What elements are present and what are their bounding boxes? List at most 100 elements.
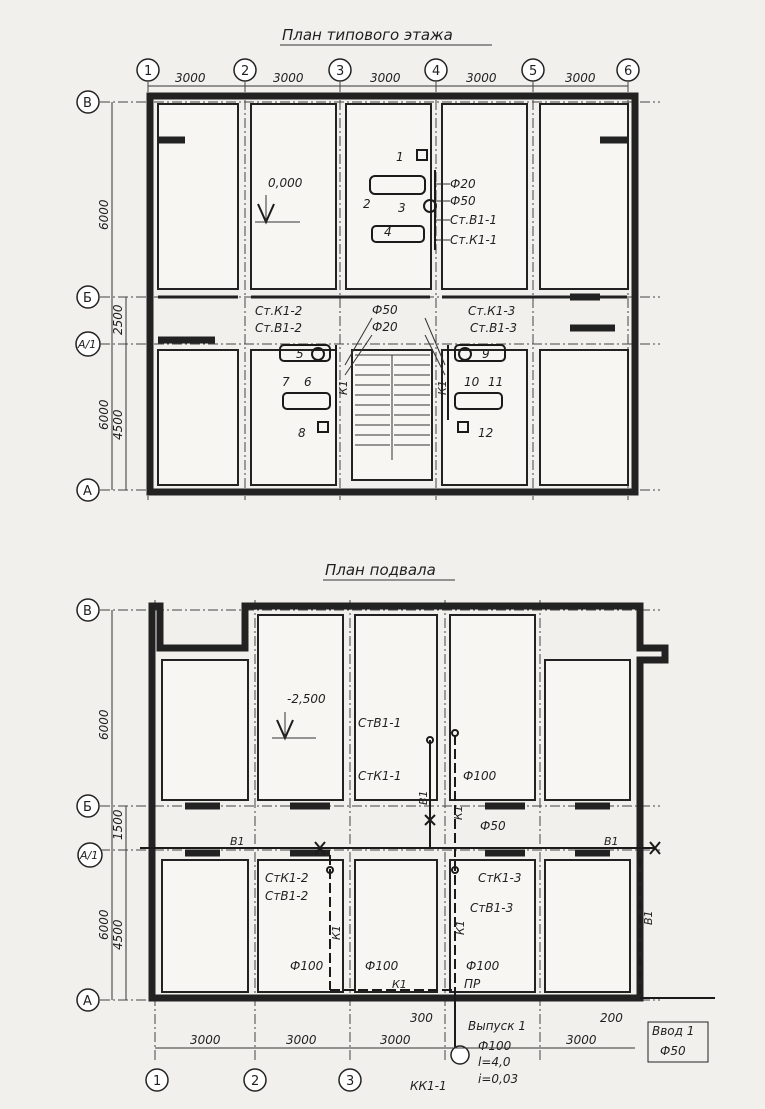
- dim-6000-bottom: 6000: [97, 399, 111, 430]
- axis-bubble-1: [136, 58, 160, 82]
- label-b-pr: ПР: [464, 977, 481, 991]
- label-b-outlet-l: l=4,0: [478, 1055, 511, 1069]
- fixture-bathtub-icon: [371, 225, 425, 243]
- label-b-b1-left: В1: [230, 835, 245, 848]
- fixture-num-11: 11: [488, 375, 503, 389]
- basement-axis-label-A: А: [83, 994, 92, 1009]
- valve-icon: [314, 841, 326, 855]
- basement-span-1: 3000: [190, 1033, 221, 1047]
- basement-dim-6000-top: 6000: [97, 709, 111, 740]
- span-dim-2: 3000: [273, 71, 304, 85]
- axis-label-V: В: [83, 96, 92, 111]
- label-k1-left: К1: [337, 380, 350, 395]
- level-text-basement: -2,500: [287, 692, 326, 706]
- fixture-num-10: 10: [464, 375, 480, 389]
- label-b-inlet-d: Ф50: [660, 1044, 686, 1058]
- axis-bubble-V: [76, 90, 100, 114]
- span-dim-1: 3000: [175, 71, 206, 85]
- label-b-stk1-2: СтК1-2: [265, 871, 309, 885]
- axis-label-1: 1: [144, 64, 152, 79]
- level-marker-basement: -2,500: [272, 692, 326, 741]
- axis-label-A: А: [83, 484, 92, 499]
- axis-label-A1: А/1: [77, 338, 96, 351]
- axis-label-4: 4: [432, 64, 440, 79]
- label-b-b1-vert: В1: [642, 910, 655, 925]
- label-b-b1-mid: В1: [417, 790, 430, 805]
- outer-walls-typical: [146, 92, 639, 496]
- axis-label-2: 2: [241, 64, 249, 79]
- bathroom-lower-left: 5 6 7 8 К1 Ст.К1-2 Ст.В1-2 Ф50 Ф20: [255, 303, 398, 440]
- label-b-d100-c: Ф100: [466, 959, 500, 973]
- fixture-num-2: 2: [363, 197, 371, 211]
- axis-bubble-2: [233, 58, 257, 82]
- label-b-stv1-2: СтВ1-2: [265, 889, 308, 903]
- label-stv1-1: Ст.В1-1: [450, 213, 497, 227]
- basement-span-3: 3000: [380, 1033, 411, 1047]
- axis-label-6: 6: [624, 64, 632, 79]
- fixture-num-6: 6: [304, 375, 312, 389]
- axis-label-5: 5: [529, 64, 537, 79]
- label-stk1-1: Ст.К1-1: [450, 233, 497, 247]
- axis-label-B: Б: [83, 291, 92, 306]
- axis-bubble-3: [328, 58, 352, 82]
- basement-bottom-dimensions: 3000 3000 3000 3000 1 2 3: [145, 1033, 635, 1092]
- fixture-bathtub-icon: [454, 344, 506, 362]
- partitions-typical: [158, 136, 628, 344]
- basement-axis-label-V: В: [83, 604, 92, 619]
- basement-axis-bubbles-left: В Б А/1 А: [76, 598, 103, 1012]
- rooms-basement: [161, 614, 631, 993]
- label-b-stk1-3: СтК1-3: [478, 871, 522, 885]
- basement-dim-4500: 4500: [111, 919, 125, 950]
- label-b-k1-left-v: К1: [330, 925, 343, 940]
- label-k1-right: К1: [436, 380, 449, 395]
- label-b-d50: Ф50: [480, 819, 506, 833]
- fixture-num-4: 4: [384, 225, 392, 239]
- label-b-kk1-1: КК1-1: [410, 1079, 447, 1093]
- dim-2500: 2500: [111, 304, 125, 335]
- axis-bubbles-top: 1 2 3 4 5 6: [136, 58, 640, 82]
- label-b-d100-b: Ф100: [365, 959, 399, 973]
- fixture-toilet-icon: [317, 421, 329, 433]
- span-dim-5: 3000: [565, 71, 596, 85]
- label-b-outlet: Выпуск 1: [468, 1019, 526, 1033]
- fixture-bathtub-icon: [369, 175, 426, 195]
- stair: [351, 349, 433, 481]
- label-b-dim-200: 200: [600, 1011, 623, 1025]
- basement-pipes: [140, 729, 715, 1065]
- axis-bubble-B: [76, 285, 100, 309]
- basement-span-2: 3000: [286, 1033, 317, 1047]
- dim-6000-top: 6000: [97, 199, 111, 230]
- fixture-bathtub-icon: [454, 392, 503, 410]
- label-b-outlet-d: Ф100: [478, 1039, 512, 1053]
- level-marker-typical: 0,000: [255, 176, 303, 225]
- label-b-k1-right-v: К1: [454, 920, 467, 935]
- label-b-inlet: Ввод 1: [652, 1024, 694, 1038]
- label-stv1-2: Ст.В1-2: [255, 321, 302, 335]
- partitions-basement: [185, 802, 610, 857]
- label-b-stk1-1: СтК1-1: [358, 769, 402, 783]
- bathroom-upper: 1 2 3 4 Ф20 Ф50 Ст.В1-1 Ст.К1-1: [363, 149, 497, 250]
- fixture-num-7: 7: [282, 375, 290, 389]
- label-b-d100-top: Ф100: [463, 769, 497, 783]
- label-d20-top: Ф20: [450, 177, 476, 191]
- basement-title: План подвала: [325, 561, 436, 579]
- axis-bubble-5: [521, 58, 545, 82]
- valve-icon: [424, 814, 436, 826]
- basement-span-4: 3000: [566, 1033, 597, 1047]
- typical-floor-plan: План типового этажа 1 2 3 4 5 6 3000 300…: [75, 26, 660, 502]
- label-b-dim-300: 300: [410, 1011, 433, 1025]
- fixture-num-3: 3: [398, 201, 406, 215]
- fixture-washbasin-icon: [458, 347, 472, 361]
- label-stv1-3: Ст.В1-3: [470, 321, 517, 335]
- level-text-typical: 0,000: [268, 176, 303, 190]
- basement-dim-6000-bottom: 6000: [97, 909, 111, 940]
- axis-label-3: 3: [336, 64, 344, 79]
- basement-axis-label-3: 3: [346, 1074, 354, 1089]
- basement-axis-label-1: 1: [153, 1074, 161, 1089]
- label-stk1-2: Ст.К1-2: [255, 304, 302, 318]
- fixture-washbasin-icon: [311, 347, 325, 361]
- axis-bubble-6: [616, 58, 640, 82]
- manhole-kk1-1-icon: [450, 1045, 470, 1065]
- fixture-bathtub-icon: [279, 344, 331, 362]
